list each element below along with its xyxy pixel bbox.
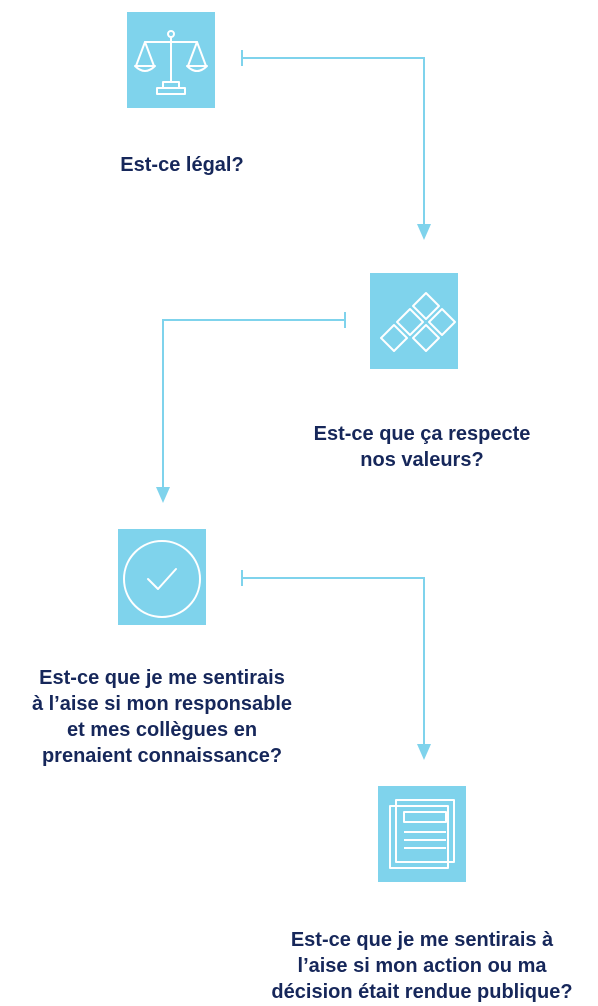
step-3-question: Est-ce que je me sentirais à l’aise si m…	[31, 667, 293, 767]
diamond-grid-icon	[380, 292, 456, 352]
step-2-question: Est-ce que ça respecte nos valeurs?	[313, 423, 531, 471]
connector-1-2-arrowhead	[417, 224, 431, 240]
newspaper-icon	[389, 799, 455, 869]
step-3-tile	[118, 529, 206, 625]
step-4-tile	[378, 786, 466, 882]
connector-2-3-arrowhead	[156, 487, 170, 503]
balance-scale-icon	[134, 30, 208, 95]
check-circle-icon	[123, 540, 201, 618]
step-1-tile	[127, 12, 215, 108]
step-4-question: Est-ce que je me sentirais à l’aise si m…	[271, 929, 573, 1003]
connector-1-2	[242, 57, 425, 232]
step-2-tile	[370, 273, 458, 369]
step-1-question: Est-ce légal?	[120, 154, 244, 176]
connector-3-4-arrowhead	[417, 744, 431, 760]
